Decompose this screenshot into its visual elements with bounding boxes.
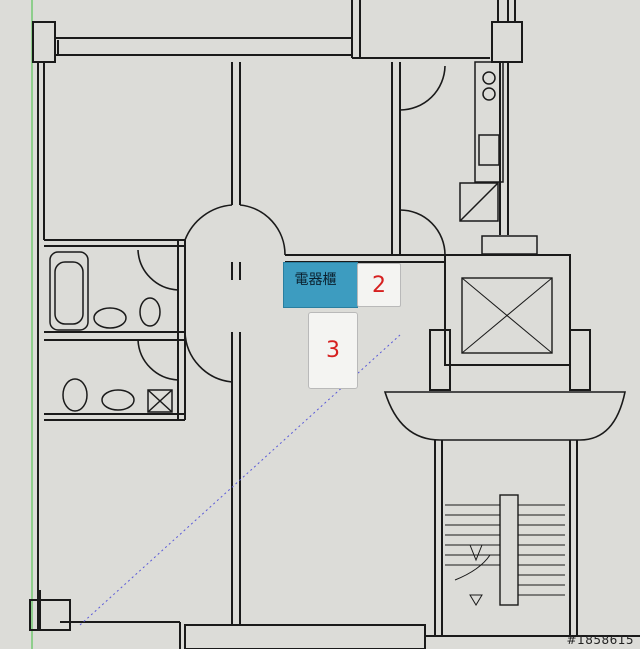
stove-icon — [482, 71, 496, 85]
washbasin-icon — [93, 307, 127, 329]
kitchen-counter — [459, 61, 538, 255]
interior-walls — [44, 62, 509, 625]
toilet-icon — [139, 297, 161, 327]
bathtub-icon — [49, 251, 89, 331]
fridge-icon — [459, 182, 499, 222]
marker-2: 2 — [357, 263, 401, 307]
image-id-watermark: #1858615 — [566, 633, 634, 647]
marker-3: 3 — [308, 312, 358, 389]
bathroom-fixtures — [49, 251, 173, 413]
guide-line — [79, 334, 401, 626]
stairwell — [383, 391, 626, 636]
elevator-icon — [429, 254, 591, 391]
appliance-cabinet-label: 電器櫃 — [283, 262, 358, 308]
door-swings — [137, 65, 446, 383]
stairs-icon — [445, 504, 565, 606]
sink-icon — [478, 134, 500, 166]
